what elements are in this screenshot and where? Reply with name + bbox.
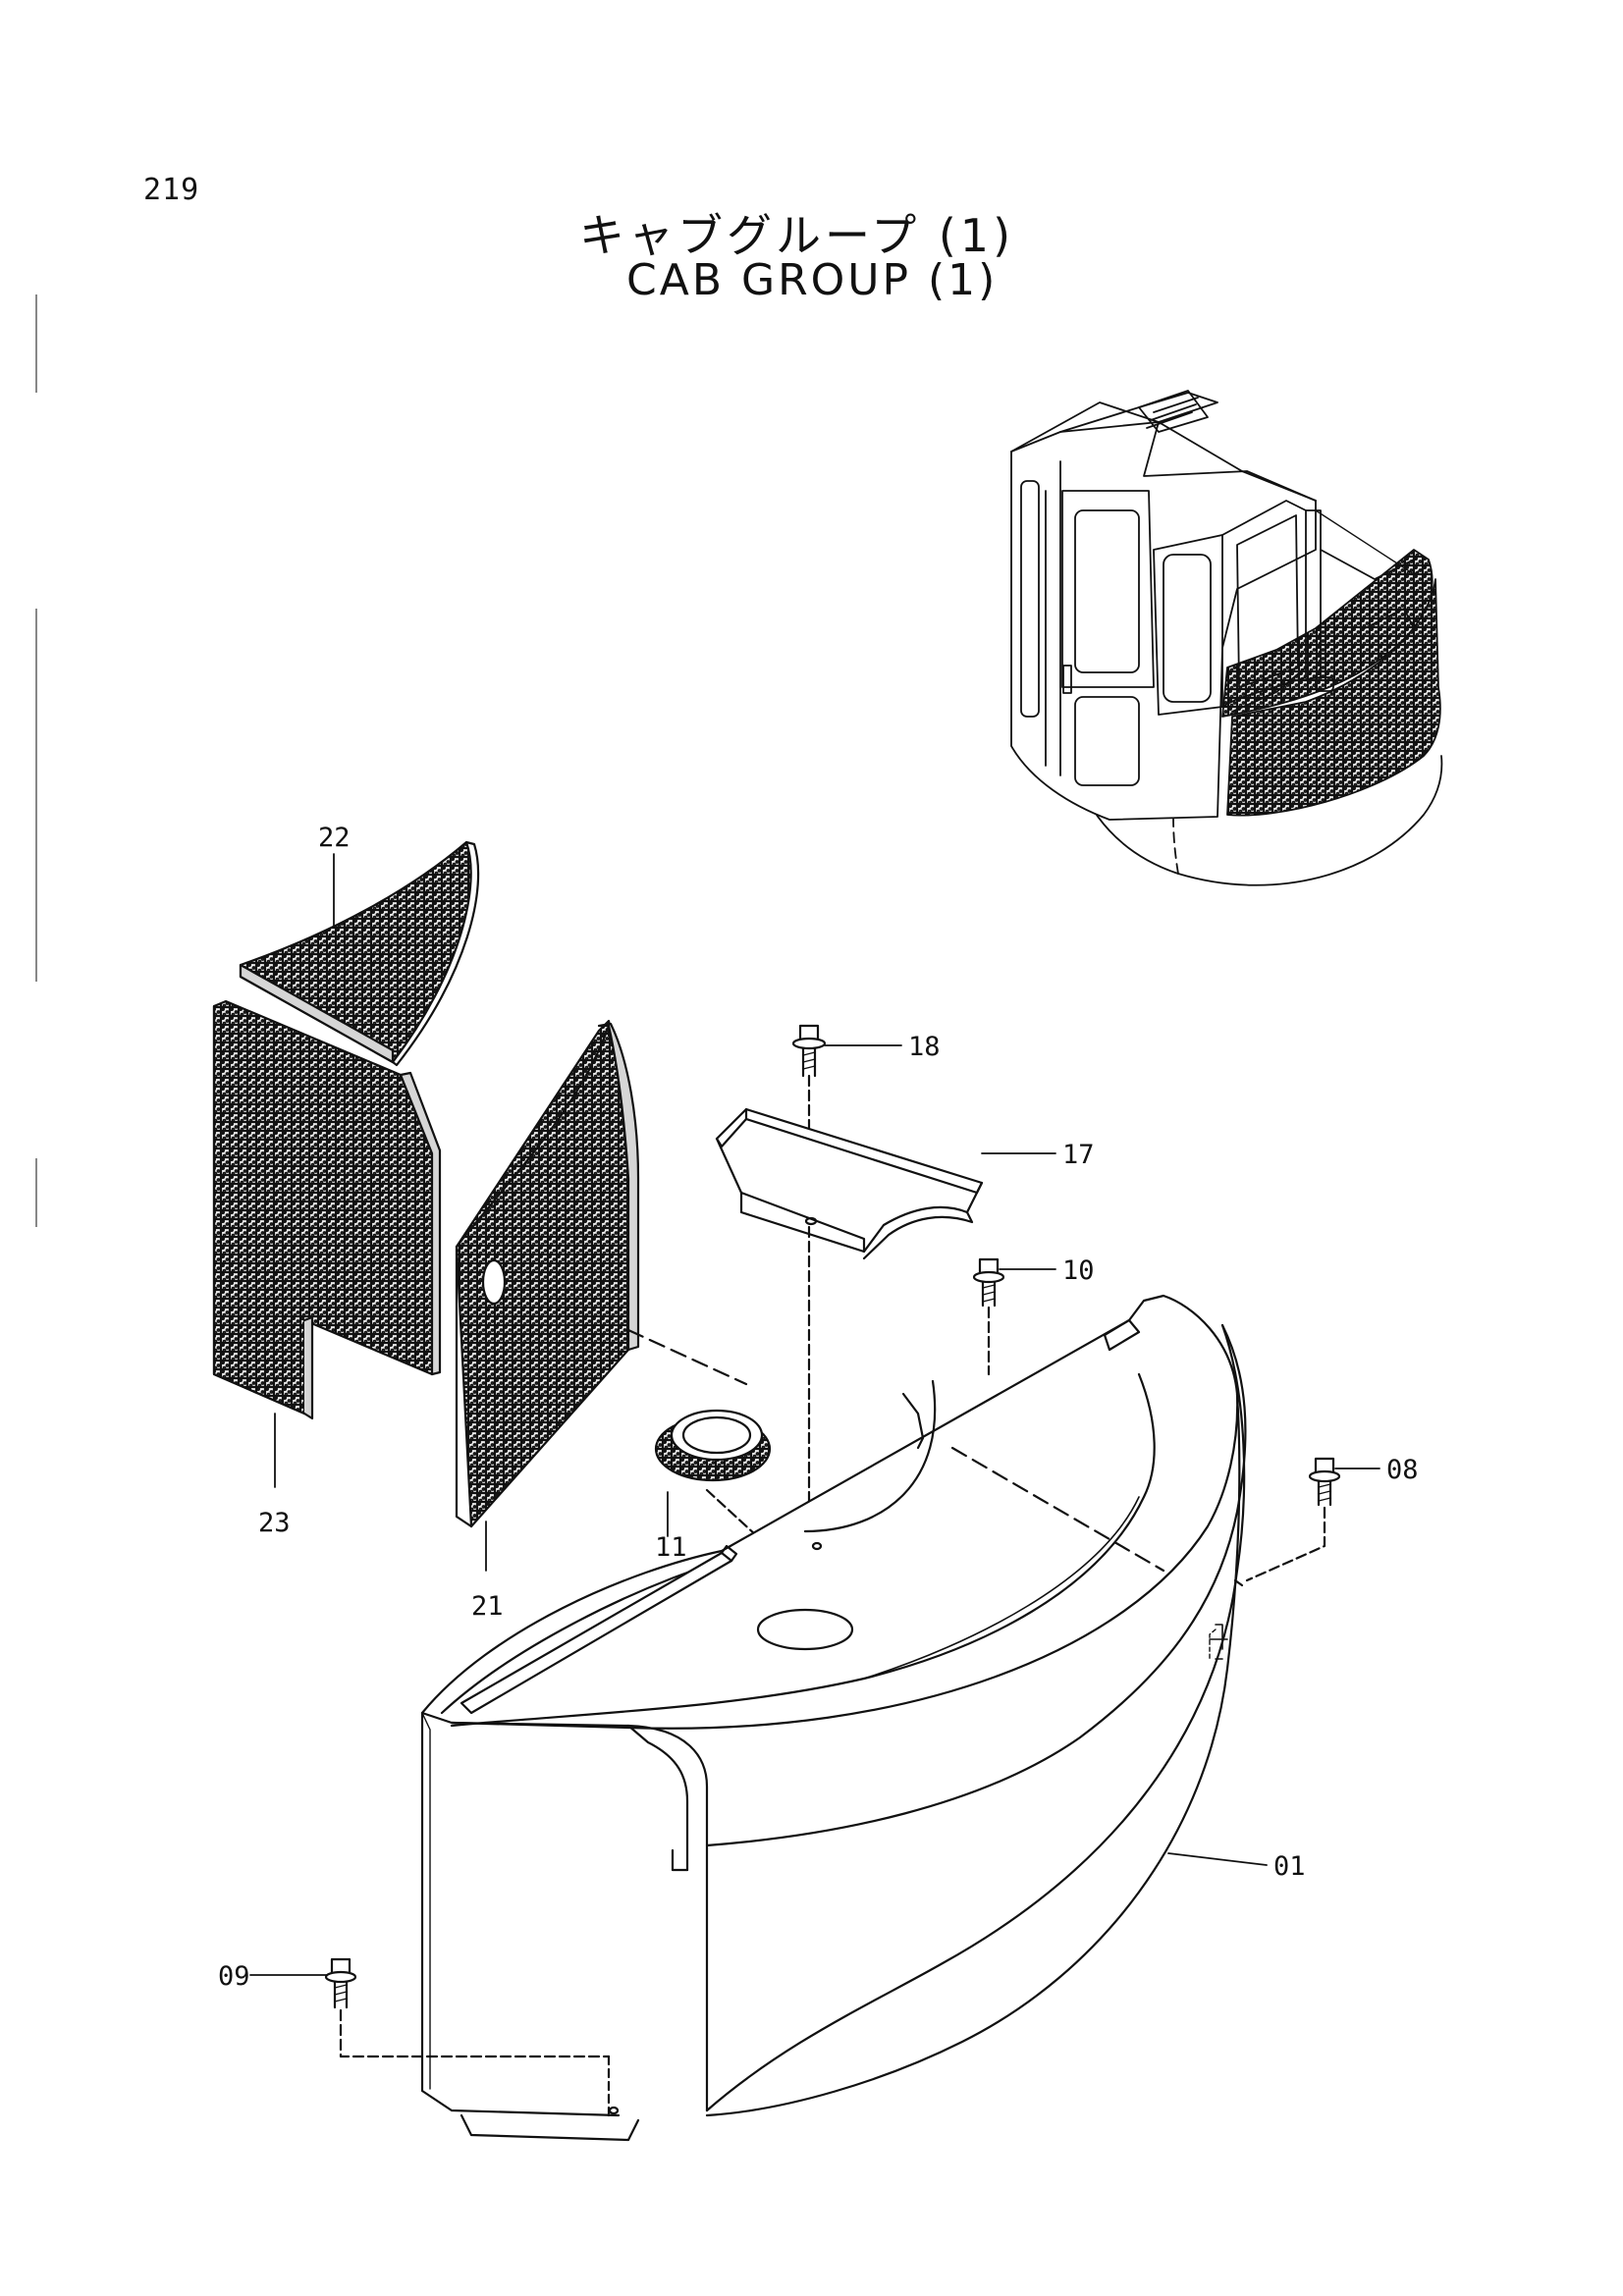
part-17-bracket [715,1107,984,1523]
page-title-english: CAB GROUP (1) [626,255,999,305]
page-number: 219 [143,173,200,207]
callout-10: 10 [1062,1255,1095,1286]
callout-11: 11 [655,1532,687,1563]
callout-23: 23 [258,1508,291,1538]
scan-edge-mark [35,294,37,393]
leader-lines [249,853,1380,1976]
part-23-foam-block [212,999,442,1420]
part-01-main-cover [420,1294,1247,2142]
part-08-bolt [1245,1457,1341,1582]
part-21-foam-panel [455,1019,640,1528]
part-11-grommet [654,1409,807,1582]
scan-edge-mark [35,609,37,982]
scan-edge-mark [35,1158,37,1227]
callout-labels: 22 23 21 11 18 17 10 08 01 09 [218,823,1419,1992]
part-10-bolt [972,1257,1005,1376]
cab-locator-illustration [1010,390,1443,886]
callout-08: 08 [1386,1455,1419,1485]
callout-17: 17 [1062,1140,1095,1170]
callout-21: 21 [471,1591,504,1622]
part-09-bolt [324,1957,611,2058]
callout-01: 01 [1273,1851,1306,1882]
callout-22: 22 [318,823,351,853]
callout-09: 09 [218,1961,250,1992]
page-title-japanese: キャブグループ (1) [579,209,1015,262]
part-22-foam-pad [239,840,480,1067]
callout-18: 18 [908,1032,941,1062]
